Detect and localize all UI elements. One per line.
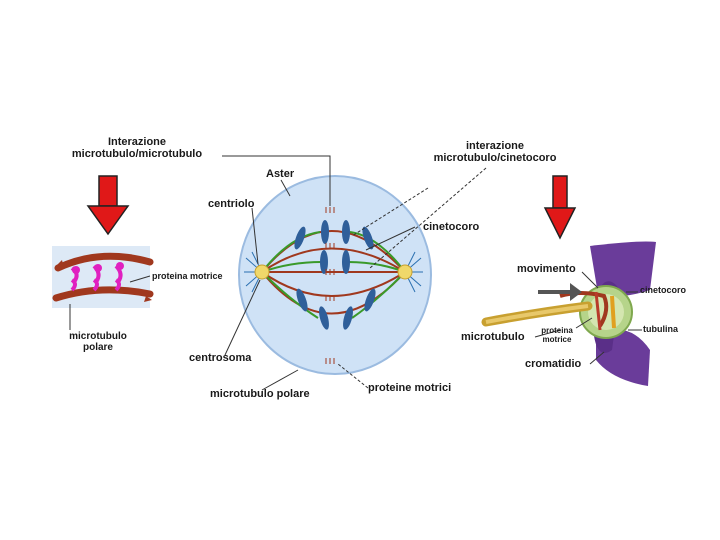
microtubulo-polare-left-label: microtubulo polare <box>60 331 136 353</box>
cinetocoro-right-label: cinetocoro <box>640 285 687 295</box>
aster-label: Aster <box>266 168 295 180</box>
mt-mt-interaction-line1: Interazione <box>107 136 167 148</box>
left-inset <box>52 246 154 330</box>
left-red-arrow <box>86 175 130 236</box>
mt-kt-interaction-label: interazione microtubulo/cinetocoro <box>420 140 570 164</box>
cromatidio-label: cromatidio <box>525 358 582 370</box>
microtubulo-polare-left-line2: polare <box>82 342 113 353</box>
proteina-motrice-right-label: proteina motrice <box>538 326 576 345</box>
cinetocoro-center-label: cinetocoro <box>423 221 480 233</box>
proteina-motrice-left-label: proteina motrice <box>152 271 223 281</box>
centriolo-label: centriolo <box>208 198 255 210</box>
mt-kt-interaction-line2: microtubulo/cinetocoro <box>433 152 557 165</box>
centrosoma-label: centrosoma <box>189 352 252 364</box>
mt-mt-interaction-label: Interazione microtubulo/microtubulo <box>62 136 212 160</box>
mitotic-cell <box>238 175 432 375</box>
right-inset <box>481 241 656 386</box>
microtubulo-polare-left-line1: microtubulo <box>69 331 127 342</box>
right-red-arrow <box>543 175 577 240</box>
microtubulo-right-label: microtubulo <box>461 331 525 343</box>
leader-lines <box>222 155 487 391</box>
tubulina-label: tubulina <box>643 324 678 334</box>
proteina-motrice-right-line2: motrice <box>542 334 572 344</box>
mt-kt-interaction-line1: interazione <box>465 140 525 152</box>
mt-mt-interaction-line2: microtubulo/microtubulo <box>71 148 203 161</box>
movimento-label: movimento <box>517 263 576 275</box>
proteina-motrice-right-line1: proteina <box>541 326 573 335</box>
microtubulo-polare-bottom-label: microtubulo polare <box>210 388 310 400</box>
proteine-motrici-label: proteine motrici <box>368 382 452 394</box>
